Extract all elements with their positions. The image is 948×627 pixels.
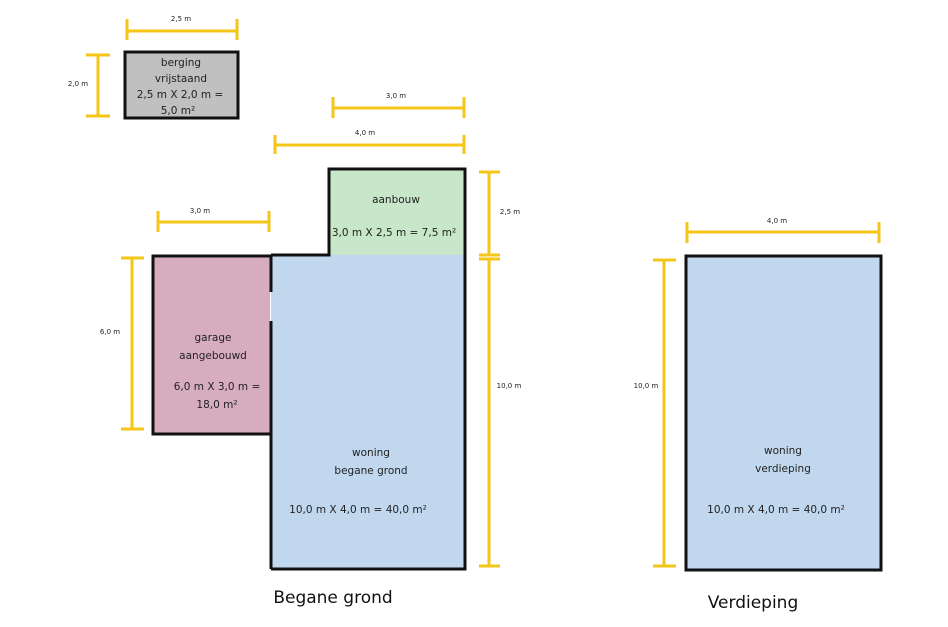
dimension-berging-height: 2,0 m [68,53,110,118]
aanbouw-room [329,169,465,255]
berging-label-4: 5,0 m² [161,105,195,117]
svg-text:2,0 m: 2,0 m [68,80,88,88]
caption-upper-floor: Verdieping [708,593,799,613]
dimension-garage-width: 3,0 m [156,207,271,232]
svg-text:10,0 m: 10,0 m [497,382,522,390]
svg-text:10,0 m: 10,0 m [634,382,659,390]
caption-ground-floor: Begane grond [273,588,392,608]
dimension-woning-height: 10,0 m [479,257,522,568]
svg-text:3,0 m: 3,0 m [386,92,406,100]
dimension-garage-height: 6,0 m [100,256,144,431]
garage-room [153,256,270,434]
berging-label-1: berging [161,57,201,69]
berging-room [123,50,240,120]
dimension-aanbouw-width: 3,0 m [331,92,466,118]
garage-label-2: aangebouwd [179,350,247,362]
svg-text:2,5 m: 2,5 m [500,208,520,216]
woning-bg-label-2: begane grond [334,465,407,477]
woning-vd-label-2: verdieping [755,463,811,475]
garage-label-1: garage [195,332,232,344]
dimension-verdieping-width: 4,0 m [685,217,881,243]
svg-text:3,0 m: 3,0 m [190,207,210,215]
dimension-berging-width: 2,5 m [125,15,239,40]
woning-bg-label-1: woning [352,447,390,459]
garage-label-3: 6,0 m X 3,0 m = [174,381,261,393]
garage-label-4: 18,0 m² [196,399,237,411]
dimension-verdieping-height: 10,0 m [634,258,676,568]
woning-vd-label-3: 10,0 m X 4,0 m = 40,0 m² [707,504,845,516]
berging-label-3: 2,5 m X 2,0 m = [137,89,224,101]
woning-begane-grond-room [271,255,466,570]
svg-text:2,5 m: 2,5 m [171,15,191,23]
aanbouw-label-1: aanbouw [372,194,420,206]
aanbouw-label-2: 3,0 m X 2,5 m = 7,5 m² [332,227,456,239]
svg-text:4,0 m: 4,0 m [767,217,787,225]
woning-bg-label-3: 10,0 m X 4,0 m = 40,0 m² [289,504,427,516]
dimension-total-width: 4,0 m [273,129,466,154]
svg-text:4,0 m: 4,0 m [355,129,375,137]
ground-floor-walls [151,167,467,571]
woning-verdieping-room [684,254,883,572]
svg-text:6,0 m: 6,0 m [100,328,120,336]
woning-vd-label-1: woning [764,445,802,457]
dimension-aanbouw-height: 2,5 m [479,170,520,257]
berging-label-2: vrijstaand [155,73,207,85]
